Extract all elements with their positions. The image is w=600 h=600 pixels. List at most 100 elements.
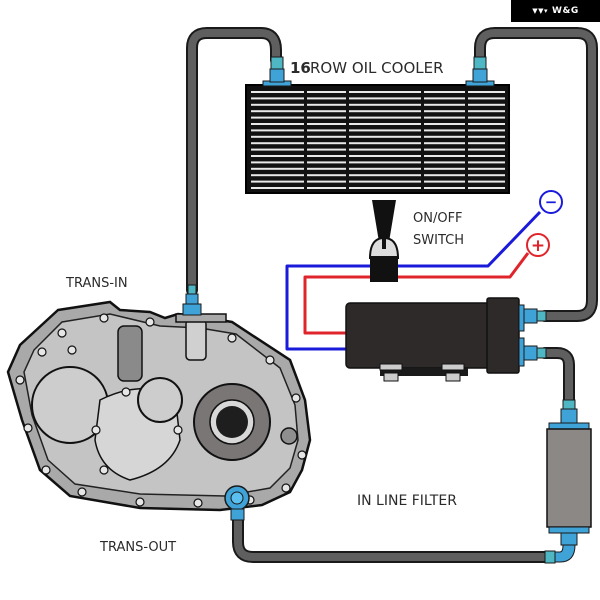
inline-filter [544,399,592,564]
housing-bolt [67,345,77,355]
trans-in-label: TRANS-IN [65,276,128,291]
housing-bolt [281,483,291,493]
cooler-fin [424,174,465,177]
cooler-fin [424,97,465,100]
cooler-fin [424,187,465,189]
housing-bolt [145,317,155,327]
cooler-fin [349,91,421,93]
cooler-fin [251,123,304,125]
brand-badge: ▼▼▾ W&G [511,0,600,22]
cooler-fin [251,135,304,138]
transmission-housing [6,284,312,521]
cooler-fin [424,103,465,106]
wiring [285,210,542,351]
filter-elbow-fitting [552,544,576,563]
cooler-fin [424,110,465,113]
cooler-fin [307,135,346,138]
trans-out-label: TRANS-OUT [99,540,176,555]
housing-bolt [57,328,67,338]
cooler-fin [307,129,346,132]
cooler-fin [468,180,505,183]
housing-bolt [297,450,307,460]
cooler-fin [251,161,304,164]
wire-positive [303,275,372,335]
cooler-fin [349,155,421,157]
cooler-fin [251,103,304,106]
housing-bolt [91,425,101,435]
cooler-fin [468,148,505,151]
wire-negative [285,264,372,351]
cooler-fin [349,129,421,132]
cooler-fin [349,142,421,145]
cooler-rows-count: 16 [290,59,311,77]
cooler-fin [349,148,421,151]
cooler-fin [251,129,304,132]
output-shaft [216,406,248,438]
cooler-fin [349,174,421,177]
cooler-fin [468,123,505,125]
housing-bolt [41,465,51,475]
cooler-fin [468,103,505,106]
cooler-fin [468,161,505,164]
cooler-fin [251,180,304,183]
housing-bolt [23,423,33,433]
cooler-fin [251,187,304,189]
cooler-fin [251,174,304,177]
switch-label-line1: ON/OFF [413,211,463,226]
pump-outlet-fitting [523,308,538,324]
cooler-fin [251,110,304,113]
cooler-fin [424,123,465,125]
cooler-fin [424,91,465,93]
cooler-fin [251,142,304,145]
cooler-fin [307,148,346,151]
cooler-fin [468,97,505,100]
on-off-switch [368,200,400,282]
cooler-fin [251,91,304,93]
cooler-fin [251,148,304,151]
cooler-fin [468,135,505,138]
hoses [186,27,598,563]
cooler-fin [349,135,421,138]
cooler-fin [251,167,304,170]
oil-cooler [245,56,510,194]
plus-icon: + [531,236,545,256]
electric-pump [345,297,547,382]
cooler-fin [307,161,346,164]
cooler-fin [468,129,505,132]
cooler-fin [468,116,505,119]
cooler-fin [251,97,304,100]
housing-bolt [99,313,109,323]
cooler-fin [468,174,505,177]
cooler-fin [468,155,505,157]
cooler-fin [468,167,505,170]
cooler-fin [349,161,421,164]
cooler-fin [307,116,346,119]
cooler-fin [307,187,346,189]
housing-bolt [37,347,47,357]
cooler-fin [307,91,346,93]
switch-label-line2: SWITCH [413,233,464,248]
hose-filter-to-trans-out [232,504,554,563]
switch-base [370,256,398,282]
brand-name: W&G [552,6,579,16]
housing-bolt [15,375,25,385]
cooler-fin [424,155,465,157]
oil-cooler-label: ROW OIL COOLER [310,59,444,77]
housing-bolt [77,487,87,497]
trans-in-fitting [185,293,199,305]
cooler-fin [468,187,505,189]
cooler-fin [307,167,346,170]
cooler-fin [349,180,421,183]
cooler-fin [424,135,465,138]
cooler-fin [424,180,465,183]
brand-logo-icon: ▼▼▾ [532,7,549,15]
negative-terminal: − [539,190,563,214]
cooler-outlet-fitting [472,68,488,83]
housing-bolt [265,355,275,365]
housing-bolt [99,465,109,475]
cooler-fin [424,167,465,170]
filter-label: IN LINE FILTER [357,493,457,509]
cooler-fin [251,155,304,157]
cooler-fin [307,142,346,145]
housing-bolts [15,313,307,508]
